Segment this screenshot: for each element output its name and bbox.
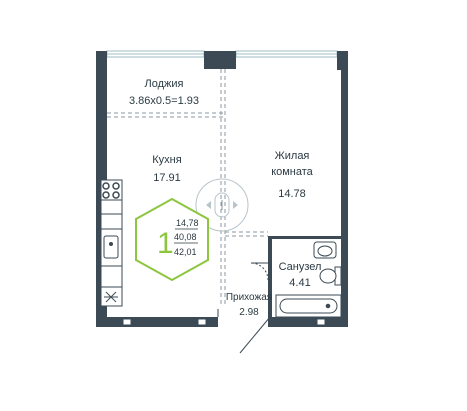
badge-total-area: 40,08 (174, 232, 197, 242)
washbasin-icon (313, 241, 337, 259)
room-hallway-area: 2.98 (239, 307, 259, 318)
room-kitchen-area: 17.91 (153, 172, 181, 184)
window-right (235, 50, 338, 58)
room-living-area: 14.78 (278, 188, 306, 200)
room-loggia-name: Лоджия (145, 78, 184, 90)
badge-rooms: 1 (157, 227, 174, 260)
compass-icon (195, 178, 249, 232)
room-hallway-name: Прихожая (226, 292, 272, 303)
fridge-icon (100, 286, 123, 307)
window-left (106, 50, 205, 58)
wall-details (122, 318, 326, 326)
entry-door (217, 309, 271, 354)
stove-icon (102, 182, 120, 199)
dashed-partitions (107, 69, 268, 305)
room-bathroom-name: Санузел (279, 261, 322, 273)
badge-kitchen-area: 42,01 (174, 247, 197, 257)
room-bathroom-area: 4.41 (289, 277, 310, 289)
bathtub-icon (275, 294, 342, 318)
apartment-badge: 1 14,78 40,08 42,01 (135, 197, 209, 282)
room-loggia-area: 3.86x0.5=1.93 (129, 95, 199, 107)
room-living-name: Жилая (275, 150, 310, 162)
badge-living-area: 14,78 (176, 218, 199, 228)
sink-icon (103, 235, 119, 259)
bathroom-door (250, 262, 269, 281)
room-living-name2: комната (271, 166, 313, 178)
room-kitchen-name: Кухня (152, 154, 181, 166)
toilet-icon (319, 266, 342, 286)
